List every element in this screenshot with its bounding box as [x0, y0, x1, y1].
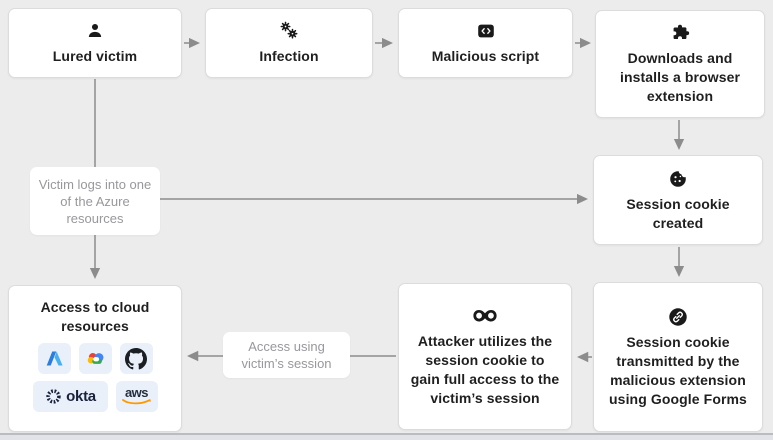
edge-label-victim-logs: Victim logs into one of the Azure resour… [30, 167, 160, 235]
node-infection: Infection [205, 8, 373, 78]
mask-icon [472, 305, 498, 327]
node-attacker-utilizes: Attacker utilizes the session cookie to … [398, 283, 572, 430]
node-browser-extension: Downloads and installs a browser extensi… [595, 10, 765, 118]
node-label: Malicious script [431, 48, 540, 64]
node-label: Session cookie created [626, 195, 730, 231]
bottom-edge-bar [0, 433, 773, 440]
azure-logo [37, 343, 71, 374]
cloud-logo-grid: okta aws [32, 343, 158, 412]
node-cookie-transmitted: Session cookie transmitted by the malici… [593, 282, 763, 432]
person-icon [84, 20, 106, 42]
link-icon [667, 306, 689, 328]
virus-icon [278, 20, 300, 42]
edge-label-access-using: Access using victim’s session [223, 332, 350, 378]
node-malicious-script: Malicious script [398, 8, 573, 78]
code-icon [475, 20, 497, 42]
github-logo [119, 343, 153, 374]
puzzle-icon [669, 22, 691, 44]
node-label: Session cookie transmitted by the malici… [609, 333, 747, 407]
aws-wordmark: aws [124, 384, 149, 400]
aws-smile-icon [121, 398, 151, 404]
node-label: Access to cloud resources [40, 299, 150, 334]
node-label: Lured victim [52, 48, 138, 64]
okta-burst-icon [46, 389, 61, 404]
cookie-icon [667, 168, 689, 190]
node-label: Infection [259, 48, 319, 64]
aws-logo: aws [115, 381, 158, 412]
okta-wordmark: okta [66, 388, 96, 405]
okta-logo: okta [32, 381, 108, 412]
node-lured-victim: Lured victim [8, 8, 182, 78]
node-session-cookie-created: Session cookie created [593, 155, 763, 245]
node-label: Attacker utilizes the session cookie to … [410, 333, 560, 406]
edge-label-text: Access using victim’s session [241, 339, 332, 371]
node-cloud-resources: Access to cloud resources [8, 285, 182, 432]
edge-label-text: Victim logs into one of the Azure resour… [38, 176, 152, 226]
node-label: Downloads and installs a browser extensi… [619, 50, 741, 104]
google-cloud-logo [78, 343, 112, 374]
